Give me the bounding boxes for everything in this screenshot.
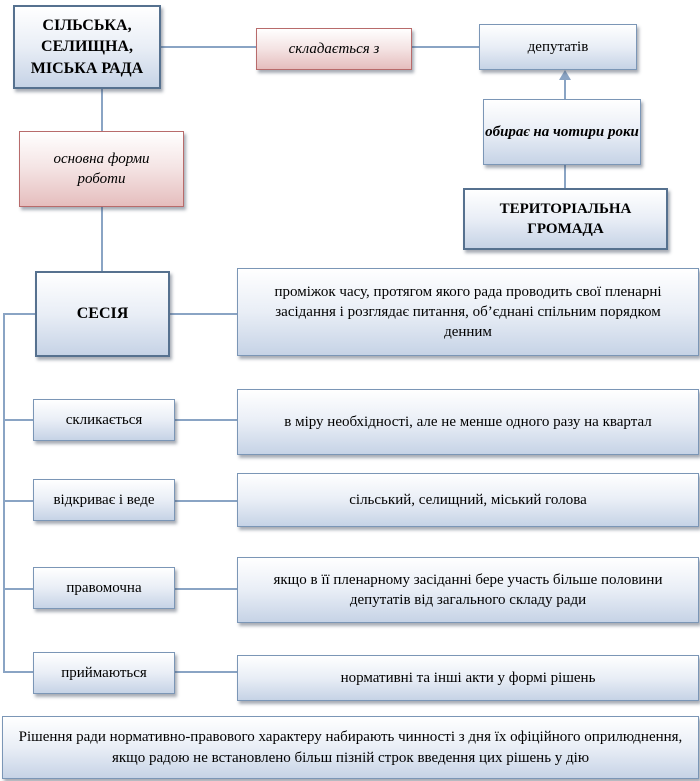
session-label: СЕСІЯ — [76, 305, 129, 323]
deputies-box: депутатів — [479, 24, 637, 70]
consists-of-box: складається з — [256, 28, 412, 70]
connector-row-3 — [174, 588, 238, 590]
row-value-box: в міру необхідності, але не менше одного… — [237, 389, 699, 455]
connector-trunk-row-3 — [3, 588, 34, 590]
row-value: нормативні та інші акти у формі рішень — [340, 669, 596, 686]
main-form-box: основна форми роботи — [19, 131, 184, 207]
connector-row-4 — [174, 671, 238, 673]
main-form-label: основна форми роботи — [53, 150, 150, 187]
row-value: в міру необхідності, але не менше одного… — [284, 413, 652, 430]
footer-box: Рішення ради нормативно-правового характ… — [2, 716, 699, 779]
community-label: ТЕРИТОРІАЛЬНА ГРОМАДА — [499, 200, 632, 237]
row-value-box: якщо в її пленарному засіданні бере учас… — [237, 557, 699, 623]
connector-vertical-trunk — [3, 313, 5, 672]
row-value: сільський, селищний, міський голова — [349, 491, 587, 508]
council-label: СІЛЬСЬКА, СЕЛИЩНА, МІСЬКА РАДА — [30, 16, 144, 77]
connector-mainform-session — [101, 206, 103, 272]
connector-row-1 — [174, 419, 238, 421]
consists-of-label: складається з — [288, 40, 380, 57]
row-label: скликається — [65, 411, 143, 428]
connector-session-definition — [170, 313, 238, 315]
deputies-label: депутатів — [527, 38, 589, 55]
row-value-box: сільський, селищний, міський голова — [237, 473, 699, 527]
connector-trunk-row-2 — [3, 500, 34, 502]
row-value: якщо в її пленарному засіданні бере учас… — [273, 571, 663, 608]
connector-council-consists — [161, 46, 257, 48]
connector-elects-community — [564, 165, 566, 188]
connector-council-mainform — [101, 89, 103, 133]
row-label-box: скликається — [33, 399, 175, 441]
connector-trunk-session — [3, 313, 36, 315]
community-box: ТЕРИТОРІАЛЬНА ГРОМАДА — [463, 188, 668, 250]
row-label: відкриває і веде — [53, 491, 155, 508]
session-box: СЕСІЯ — [35, 271, 170, 357]
footer-text: Рішення ради нормативно-правового характ… — [18, 729, 683, 766]
row-label: правомочна — [66, 579, 142, 596]
row-label-box: відкриває і веде — [33, 479, 175, 521]
row-value-box: нормативні та інші акти у формі рішень — [237, 655, 699, 701]
session-definition-text: проміжок часу, протягом якого рада прово… — [274, 283, 662, 341]
session-definition-box: проміжок часу, протягом якого рада прово… — [237, 268, 699, 356]
elects-label: обирає на чотири роки — [485, 123, 639, 140]
connector-row-2 — [174, 500, 238, 502]
row-label-box: приймаються — [33, 652, 175, 694]
connector-trunk-row-4 — [3, 671, 34, 673]
connector-consists-deputies — [411, 46, 479, 48]
elects-box: обирає на чотири роки — [483, 99, 641, 165]
connector-trunk-row-1 — [3, 419, 34, 421]
row-label-box: правомочна — [33, 567, 175, 609]
council-box: СІЛЬСЬКА, СЕЛИЩНА, МІСЬКА РАДА — [13, 5, 161, 89]
row-label: приймаються — [61, 664, 147, 681]
